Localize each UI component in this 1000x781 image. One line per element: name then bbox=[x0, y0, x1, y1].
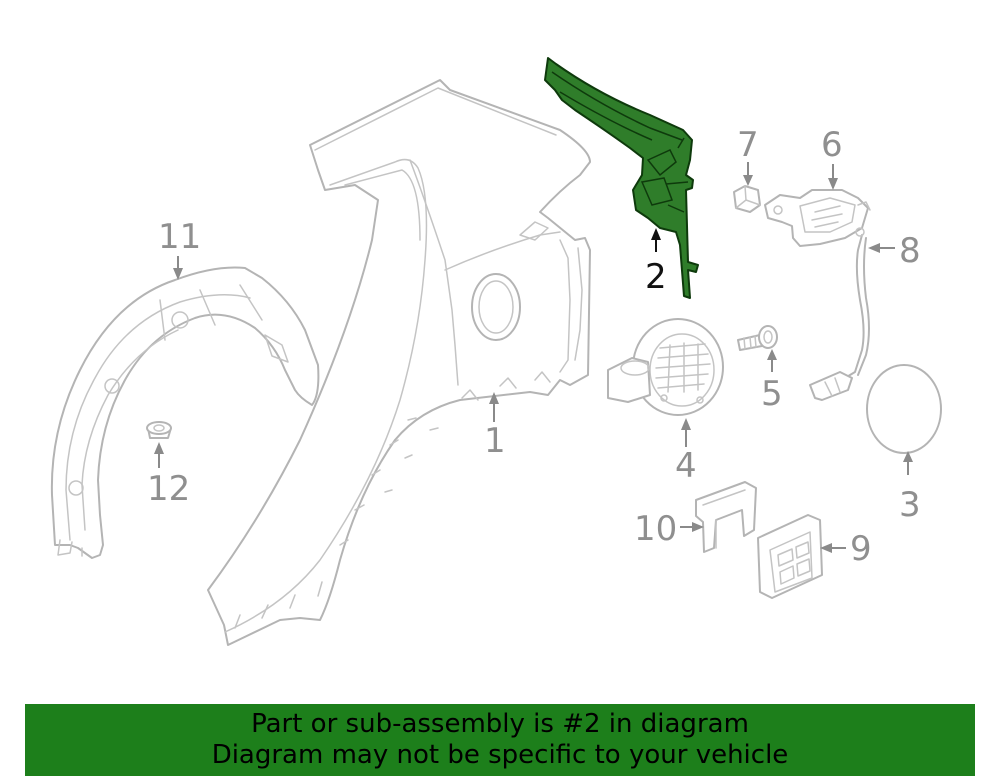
callout-6: 6 bbox=[821, 125, 843, 190]
callout-6-label: 6 bbox=[821, 125, 843, 165]
callout-4-label: 4 bbox=[675, 446, 697, 486]
callout-2: 2 bbox=[645, 228, 667, 297]
part-1-quarter-panel[interactable] bbox=[207, 79, 591, 646]
callout-2-label: 2 bbox=[645, 257, 667, 297]
part-5-bolt[interactable] bbox=[737, 325, 778, 351]
part-10-bracket[interactable] bbox=[695, 481, 757, 553]
part-11-wheelhouse-liner[interactable] bbox=[50, 266, 320, 559]
part-7-nut[interactable] bbox=[733, 185, 761, 213]
callout-8: 8 bbox=[868, 231, 921, 271]
banner-line-1: Part or sub-assembly is #2 in diagram bbox=[251, 709, 749, 739]
callout-9: 9 bbox=[820, 529, 872, 569]
callout-11-label: 11 bbox=[158, 217, 201, 257]
part-3-fuel-door[interactable] bbox=[866, 364, 942, 454]
callout-5-label: 5 bbox=[761, 374, 783, 414]
callout-8-label: 8 bbox=[899, 231, 921, 271]
callout-3: 3 bbox=[899, 451, 921, 525]
banner-line-2: Diagram may not be specific to your vehi… bbox=[211, 740, 789, 770]
callout-7: 7 bbox=[737, 125, 759, 186]
part-12-clip[interactable] bbox=[146, 421, 172, 439]
callout-4: 4 bbox=[675, 418, 697, 486]
callout-12-label: 12 bbox=[147, 469, 190, 509]
part-4-filler-housing[interactable] bbox=[607, 318, 724, 416]
callout-9-label: 9 bbox=[850, 529, 872, 569]
callout-10-label: 10 bbox=[634, 509, 677, 549]
callout-7-label: 7 bbox=[737, 125, 759, 165]
callout-11: 11 bbox=[158, 217, 201, 280]
callout-5: 5 bbox=[761, 349, 783, 414]
callout-12: 12 bbox=[147, 442, 190, 509]
part-8-release-cable[interactable] bbox=[809, 227, 870, 401]
callout-10: 10 bbox=[634, 509, 704, 549]
callout-3-label: 3 bbox=[899, 485, 921, 525]
parts-diagram: 1 2 3 4 5 6 7 8 9 bbox=[50, 57, 942, 646]
info-banner: Part or sub-assembly is #2 in diagram Di… bbox=[25, 704, 975, 776]
part-6-lock-actuator[interactable] bbox=[764, 189, 871, 247]
callout-1: 1 bbox=[484, 392, 506, 461]
part-2-filler-housing-bracket[interactable] bbox=[544, 57, 699, 299]
callout-1-label: 1 bbox=[484, 421, 506, 461]
part-9-housing-insert[interactable] bbox=[757, 514, 823, 599]
